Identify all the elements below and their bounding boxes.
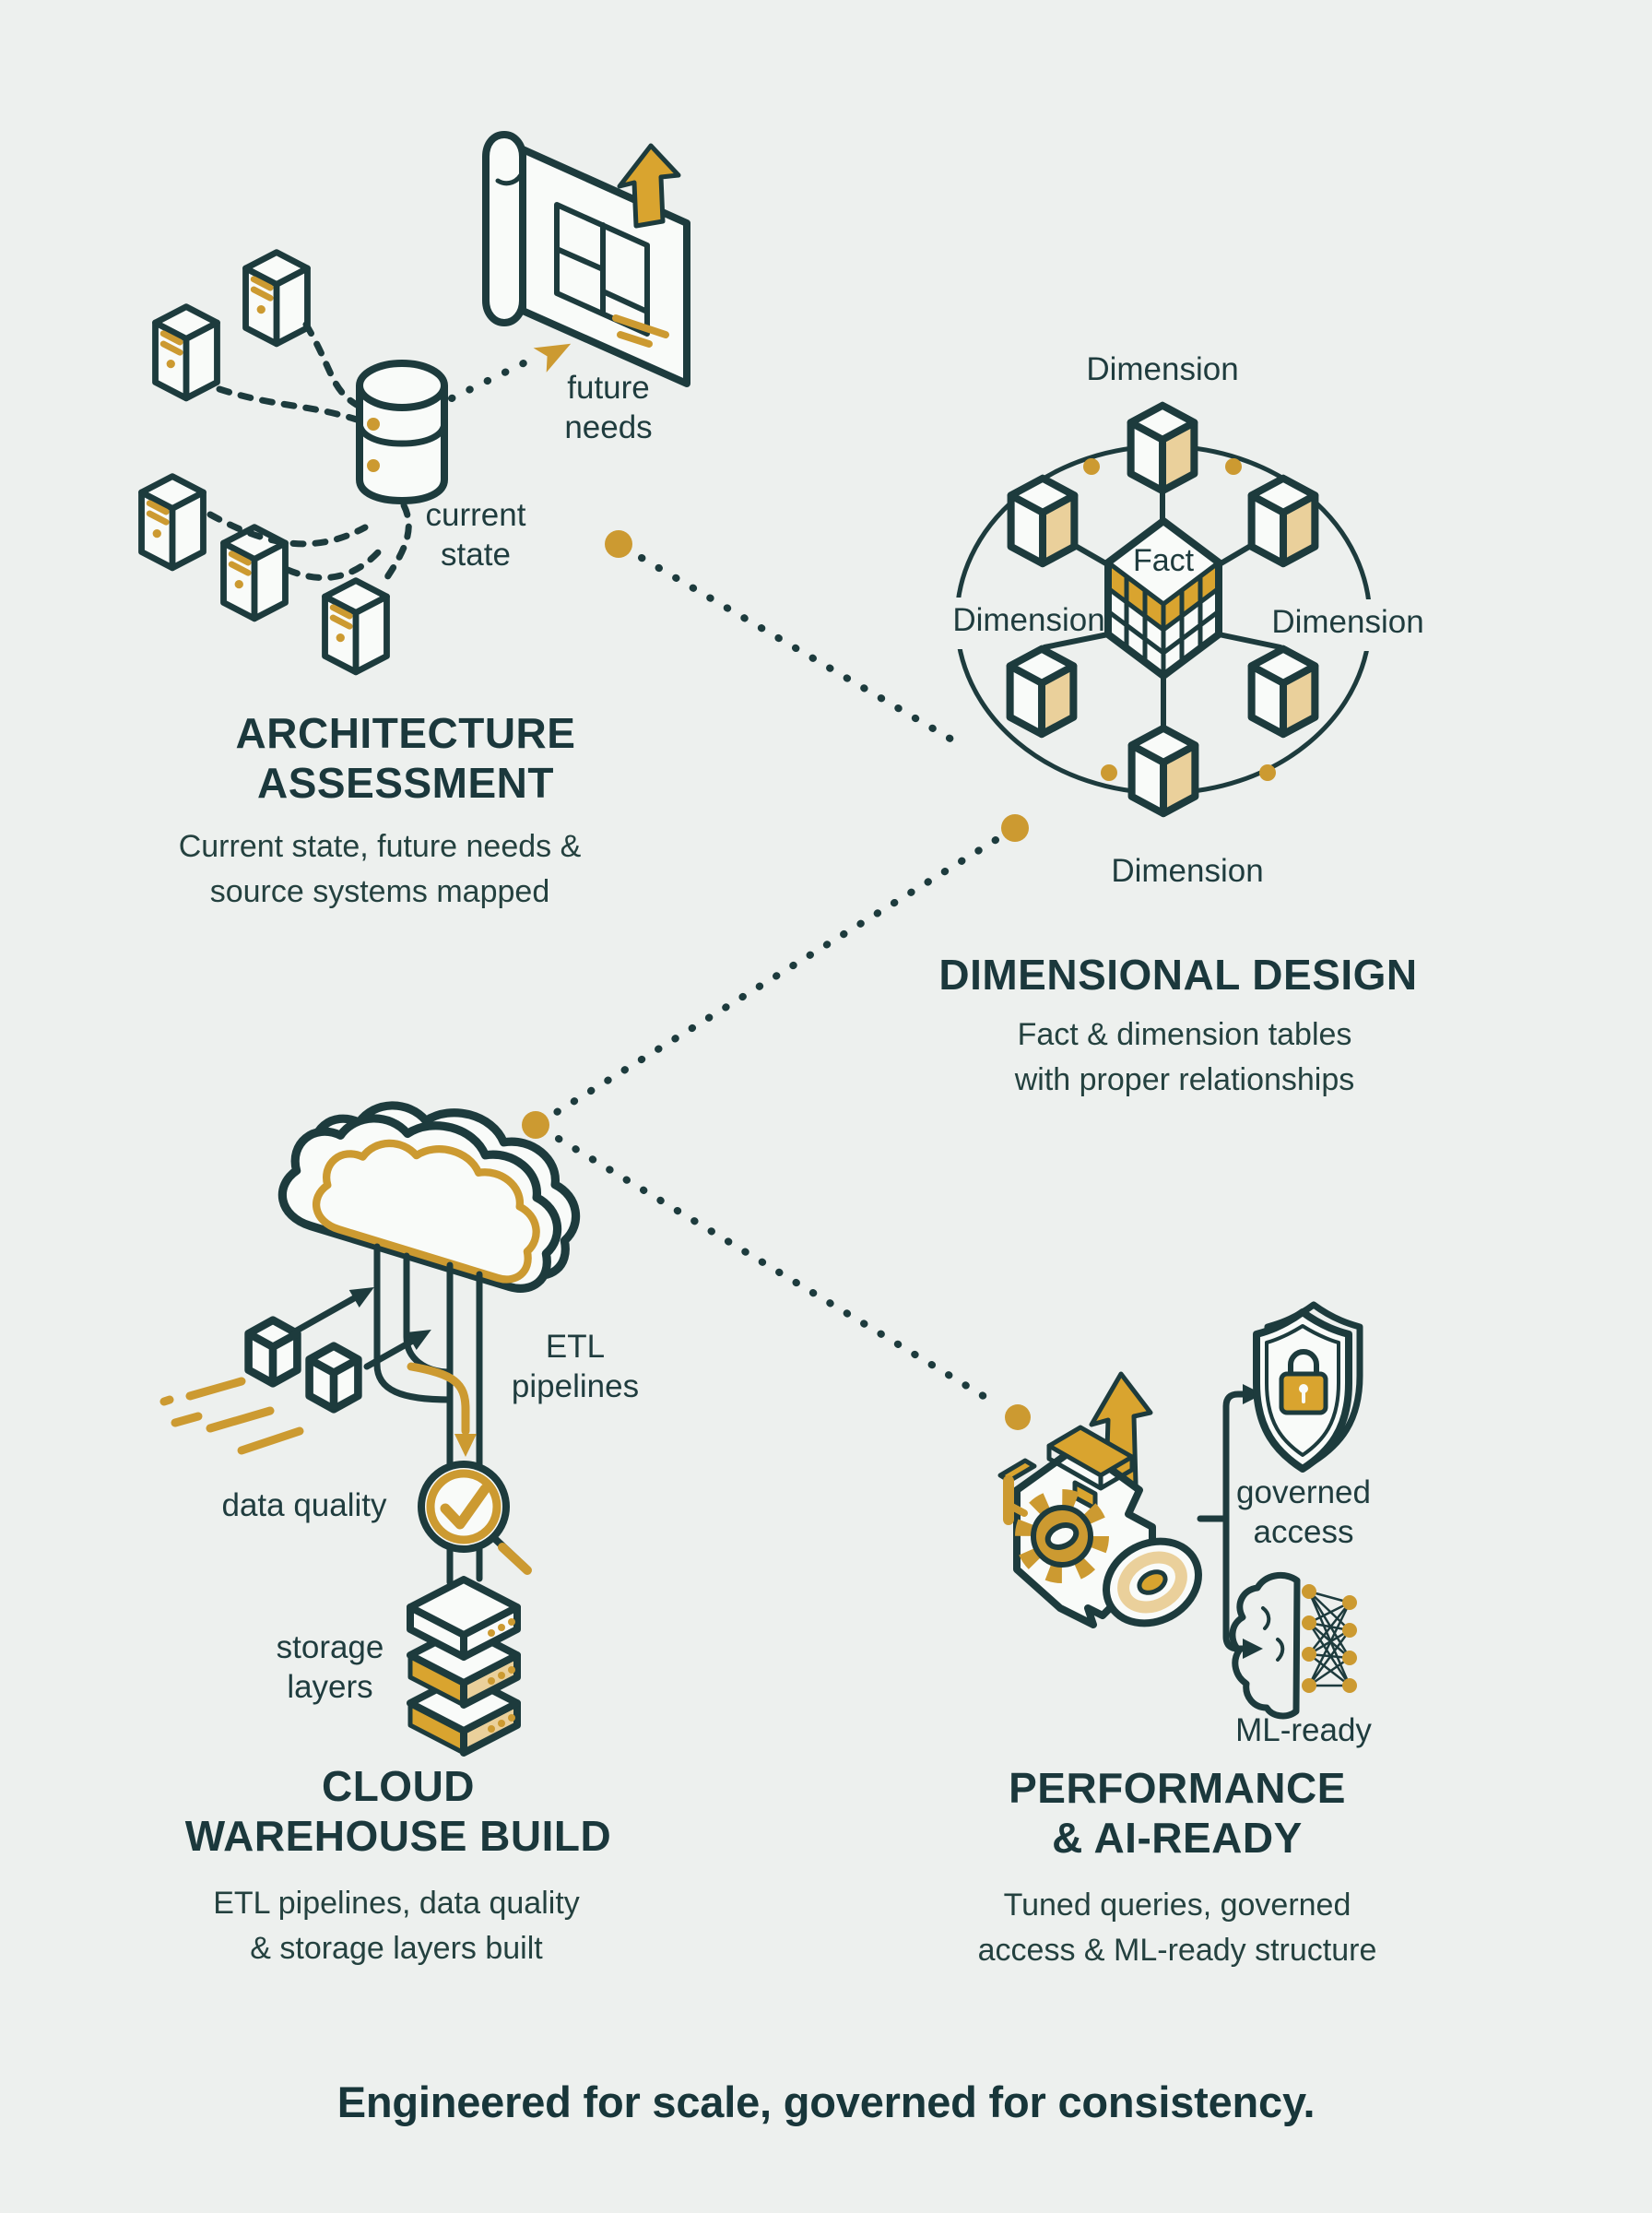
fact-label: Fact bbox=[1132, 543, 1195, 578]
dimension-cube-icon bbox=[1131, 406, 1195, 491]
ml-ready-label: ML-ready bbox=[1235, 1712, 1372, 1748]
server-icon bbox=[156, 307, 218, 398]
dimension-cube-icon bbox=[1010, 649, 1074, 734]
tagline: Engineered for scale, governed for consi… bbox=[336, 2077, 1316, 2126]
data-cube-icons bbox=[159, 1320, 359, 1455]
connector-2 bbox=[522, 814, 1029, 1139]
dimension-cube-icon bbox=[1252, 649, 1316, 734]
storage-layers-icon bbox=[407, 1576, 521, 1757]
governed-access-label: governed access bbox=[1236, 1474, 1371, 1550]
performance-subtitle: Tuned queries, governed access & ML-read… bbox=[977, 1888, 1377, 1969]
future-needs-arrow bbox=[448, 343, 572, 402]
dimension-cube-icon bbox=[1252, 479, 1316, 563]
cloud-title: CLOUD WAREHOUSE BUILD bbox=[184, 1762, 612, 1861]
storage-layers-label: storage layers bbox=[276, 1629, 384, 1705]
current-state-line1: current bbox=[425, 497, 526, 533]
dimension-label-bottom: Dimension bbox=[1111, 853, 1264, 889]
blueprint-icon bbox=[482, 131, 690, 387]
dimension-label-left: Dimension bbox=[952, 602, 1105, 638]
shield-lock-icon bbox=[1253, 1301, 1363, 1473]
performance-title: PERFORMANCE & AI-READY bbox=[1009, 1764, 1346, 1863]
dimension-label-top: Dimension bbox=[1086, 351, 1239, 387]
data-cube-icon bbox=[249, 1320, 298, 1384]
magnifier-check-icon bbox=[418, 1461, 532, 1575]
label-knockout bbox=[1263, 599, 1434, 651]
dimension-label-right: Dimension bbox=[1271, 604, 1424, 640]
engine-gear-icon bbox=[997, 1371, 1202, 1628]
connector-3 bbox=[555, 1135, 1031, 1430]
up-arrow-icon bbox=[617, 143, 681, 229]
current-state-label: current state bbox=[426, 496, 526, 574]
source-servers-icons bbox=[142, 253, 387, 672]
architecture-subtitle: Current state, future needs & source sys… bbox=[178, 829, 582, 910]
dimensional-title: DIMENSIONAL DESIGN bbox=[938, 951, 1418, 999]
data-quality-label: data quality bbox=[221, 1487, 387, 1523]
etl-pipelines-label: ETL pipelines bbox=[511, 1329, 640, 1404]
speed-lines bbox=[159, 1377, 304, 1455]
data-cube-icon bbox=[310, 1346, 359, 1410]
architecture-title: ARCHITECTURE ASSESSMENT bbox=[235, 709, 576, 808]
future-needs-line2: needs bbox=[564, 408, 653, 445]
dimension-cube-icon bbox=[1132, 728, 1196, 813]
future-needs-label: future needs bbox=[564, 369, 652, 447]
fact-cube-icon bbox=[1104, 517, 1222, 680]
brain-network-icon bbox=[1229, 1571, 1357, 1720]
future-needs-line1: future bbox=[567, 370, 650, 406]
server-icon bbox=[246, 253, 308, 344]
connector-1 bbox=[605, 530, 968, 751]
server-database-links bbox=[206, 321, 412, 586]
current-state-line2: state bbox=[441, 536, 511, 573]
cloud-icon bbox=[277, 1101, 581, 1293]
cloud-subtitle: ETL pipelines, data quality & storage la… bbox=[213, 1886, 580, 1967]
server-icon bbox=[325, 581, 387, 672]
dimensional-subtitle: Fact & dimension tables with proper rela… bbox=[1014, 1017, 1355, 1098]
star-schema-diagram bbox=[948, 406, 1434, 813]
database-icon bbox=[356, 360, 448, 504]
dimension-cube-icon bbox=[1011, 479, 1075, 563]
server-icon bbox=[142, 477, 204, 568]
